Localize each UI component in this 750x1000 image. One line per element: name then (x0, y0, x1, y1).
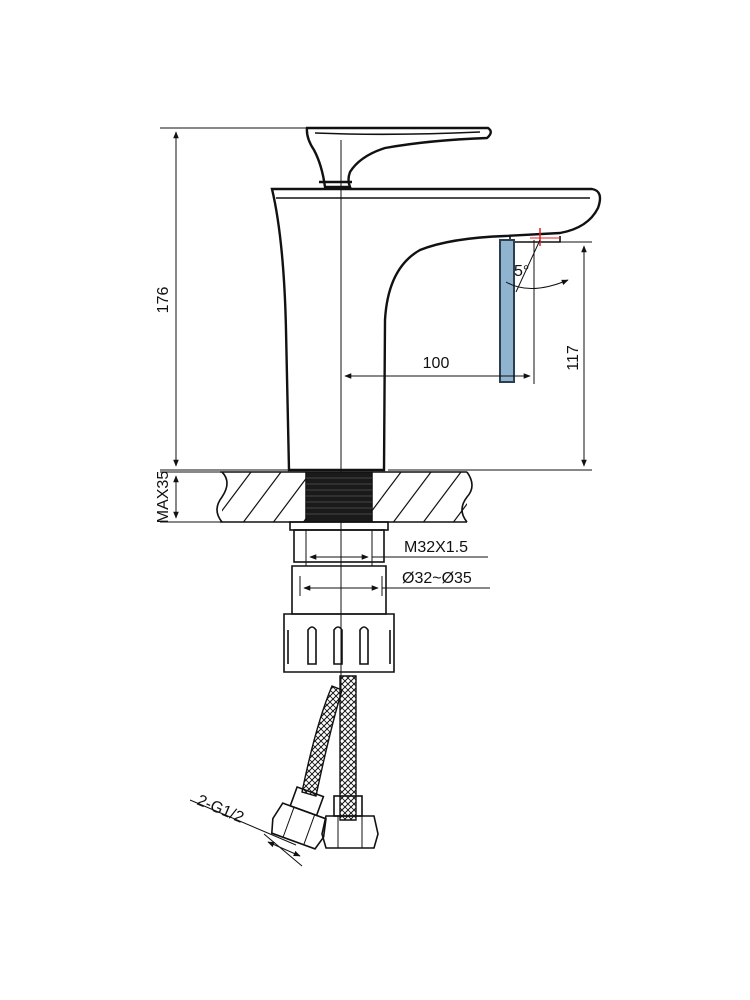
thread-label: M32X1.5 (404, 539, 468, 556)
max-thickness-dimension: MAX35 (155, 471, 222, 524)
thread-dimension: M32X1.5 (305, 530, 488, 566)
faucet-body (270, 187, 602, 472)
total-height-dimension: 176 (155, 127, 320, 471)
hose-nut-right (321, 795, 379, 849)
mounting-washer (289, 521, 389, 563)
spout-angle-indicator: 5° (505, 239, 569, 384)
water-stream (499, 239, 515, 383)
spout-height-dimension: 117 (388, 241, 592, 471)
hole-diameter-label: Ø32~Ø35 (402, 570, 472, 587)
flexible-hoses (301, 675, 357, 821)
spout-height-label: 117 (565, 345, 582, 371)
lever-handle (305, 126, 492, 189)
spout-reach-label: 100 (423, 355, 450, 372)
hose-nut-left (270, 785, 327, 850)
threaded-shank (305, 471, 373, 523)
total-height-label: 176 (155, 287, 172, 314)
hose-connection-label: 2-G1/2 (194, 792, 246, 827)
spout-angle-label: 5° (514, 263, 529, 280)
max-thickness-label: MAX35 (155, 471, 172, 524)
spout-reach-dimension: 100 (344, 355, 531, 379)
hole-diameter-dimension: Ø32~Ø35 (299, 570, 490, 596)
mounting-nut (283, 565, 395, 673)
